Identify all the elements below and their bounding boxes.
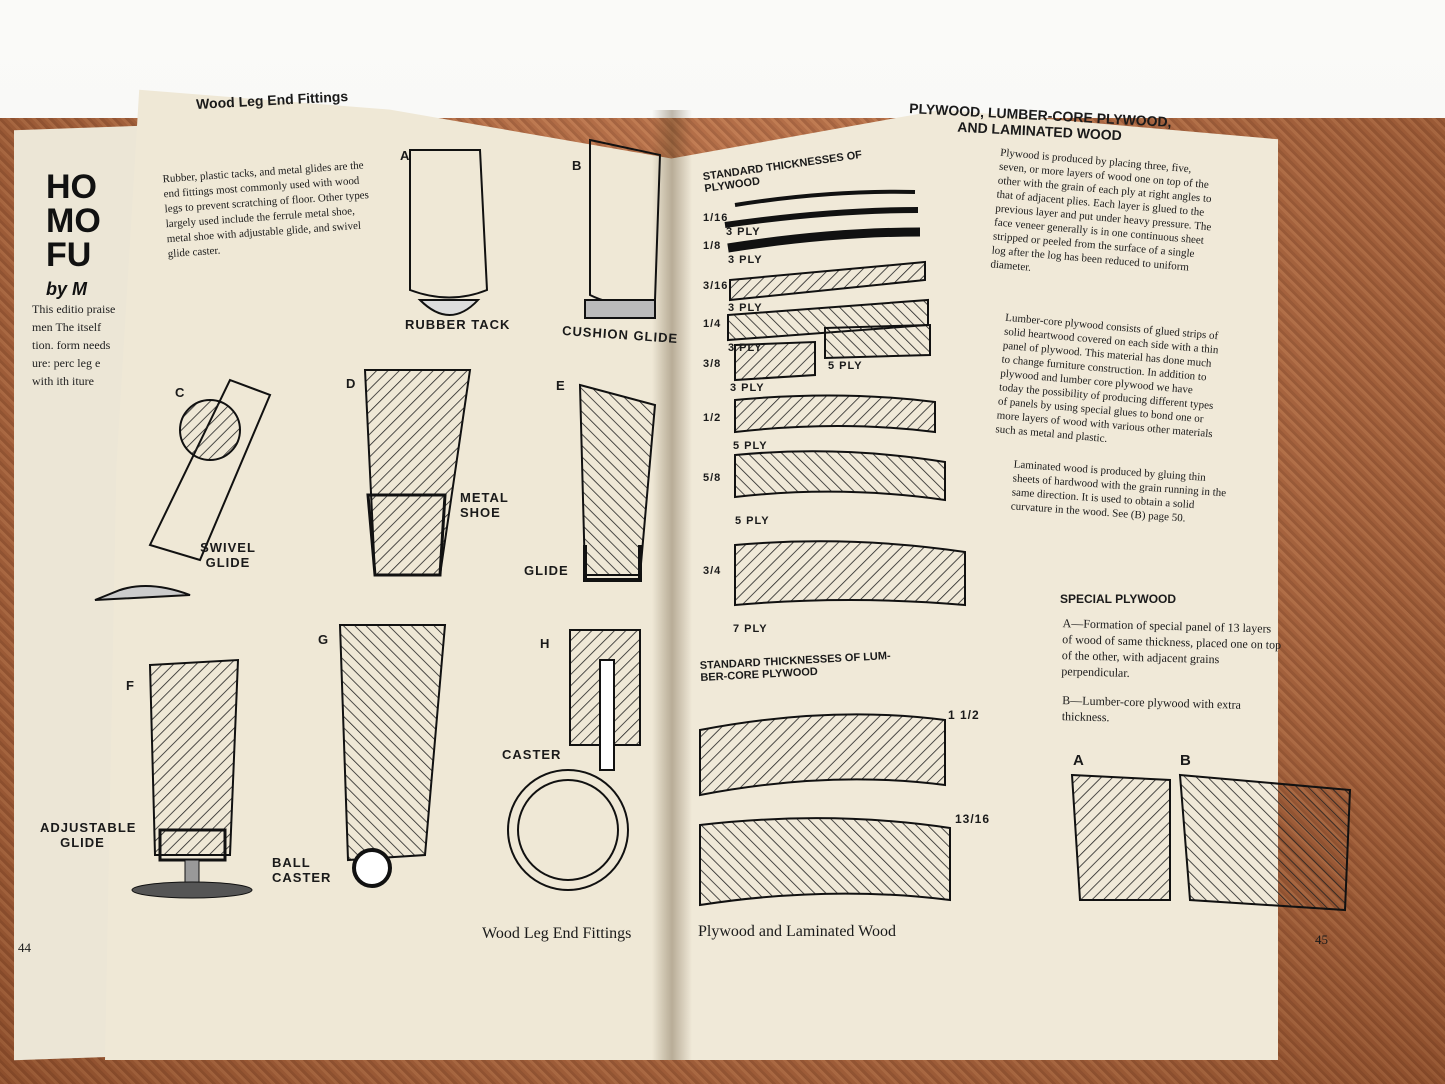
label-rubber-tack: RUBBER TACK [405, 317, 511, 332]
right-footer: Plywood and Laminated Wood [698, 923, 896, 940]
ball-caster-wheel [352, 848, 392, 888]
label-swivel-glide: SWIVEL GLIDE [200, 540, 256, 570]
label-adjustable-glide: ADJUSTABLE GLIDE [40, 820, 137, 850]
letter-h: H [540, 636, 551, 651]
size-1-2: 1/2 [703, 412, 722, 424]
ply-label-8: 7 PLY [733, 623, 768, 635]
special-panel-a [1070, 773, 1171, 901]
left-footer: Wood Leg End Fittings [482, 925, 632, 942]
leg-c [148, 378, 272, 562]
ply-1-2 [734, 394, 936, 434]
size-3-4: 3/4 [703, 565, 722, 577]
letter-g: G [318, 632, 330, 647]
swivel-ball [179, 399, 241, 461]
special-plywood-heading: SPECIAL PLYWOOD [1060, 592, 1177, 606]
size-5-8: 5/8 [703, 472, 722, 484]
glide-foot-f [131, 881, 253, 899]
leg-g [338, 624, 447, 862]
caster-wheel-inner [517, 779, 619, 881]
back-letter-2: MO [46, 202, 101, 240]
para-plywood: Plywood is produced by placing three, fi… [990, 146, 1212, 274]
ply-1-16 [724, 207, 919, 228]
label-glide: GLIDE [524, 563, 569, 578]
ply-label-6: 5 PLY [733, 440, 768, 452]
special-panel-b [1178, 773, 1352, 912]
size-3-8: 3/8 [703, 358, 722, 370]
lc-size-2: 13/16 [955, 812, 991, 826]
ply-label-2: 3 PLY [728, 254, 763, 266]
ply-3-8-a [734, 340, 816, 382]
ply-label-3: 3 PLY [728, 302, 763, 314]
size-1-16: 1/16 [703, 212, 729, 224]
ply-label-extra: 5 PLY [828, 360, 863, 372]
letter-d: D [346, 376, 357, 391]
lumber-core-1-1-2 [699, 713, 946, 797]
label-ball-caster: BALL CASTER [272, 855, 332, 885]
ply-5-8 [734, 450, 946, 502]
ply-veneer-top [734, 189, 916, 207]
glide-e [583, 545, 642, 582]
ply-label-4: 3 PLY [728, 342, 763, 354]
back-letter-1: HO [46, 168, 97, 206]
back-letter-4: by M [46, 279, 88, 299]
back-letter-3: FU [46, 236, 92, 274]
size-1-4: 1/4 [703, 318, 722, 330]
back-cover-title: HO MO FU by M [46, 170, 101, 306]
ply-3-16 [729, 260, 926, 302]
letter-e: E [556, 378, 566, 393]
letter-b: B [572, 158, 583, 173]
back-cover-snippet: This editio praise men The itself tion. … [32, 302, 116, 388]
special-a-text: A—Formation of special panel of 13 layer… [1061, 616, 1282, 680]
adjustable-glide-f [158, 828, 227, 862]
special-b-text: B—Lumber-core plywood with extra thickne… [1061, 693, 1242, 725]
para-lumber-core: Lumber-core plywood consists of glued st… [995, 311, 1219, 446]
lc-size-1: 1 1/2 [948, 708, 980, 722]
left-page-number: 44 [18, 940, 31, 955]
lumber-core-13-16 [699, 817, 951, 907]
caster-wheel-outer [507, 769, 629, 891]
leg-f [148, 658, 240, 856]
swivel-glide-base [94, 585, 191, 601]
cushion-glide-base [584, 299, 656, 319]
ply-label-7: 5 PLY [735, 515, 770, 527]
label-caster: CASTER [502, 747, 562, 762]
label-metal-shoe: METAL SHOE [460, 490, 509, 520]
book-gutter [652, 110, 692, 1060]
letter-f: F [126, 678, 135, 693]
caster-stem-h [599, 659, 615, 771]
ply-1-8 [727, 227, 921, 253]
size-1-8: 1/8 [703, 240, 722, 252]
right-page-number: 45 [1315, 932, 1328, 947]
metal-shoe-d [366, 493, 447, 577]
rubber-tack-dome [417, 299, 481, 316]
ply-label-5: 3 PLY [730, 382, 765, 394]
size-3-16: 3/16 [703, 280, 729, 292]
leg-a [409, 149, 489, 299]
special-letter-b: B [1180, 752, 1192, 769]
letter-a: A [400, 148, 411, 163]
ply-3-4 [734, 540, 966, 607]
letter-c: C [175, 385, 186, 400]
ply-label-1: 3 PLY [726, 226, 761, 238]
ply-3-8-b [824, 323, 931, 360]
special-letter-a: A [1073, 752, 1085, 769]
